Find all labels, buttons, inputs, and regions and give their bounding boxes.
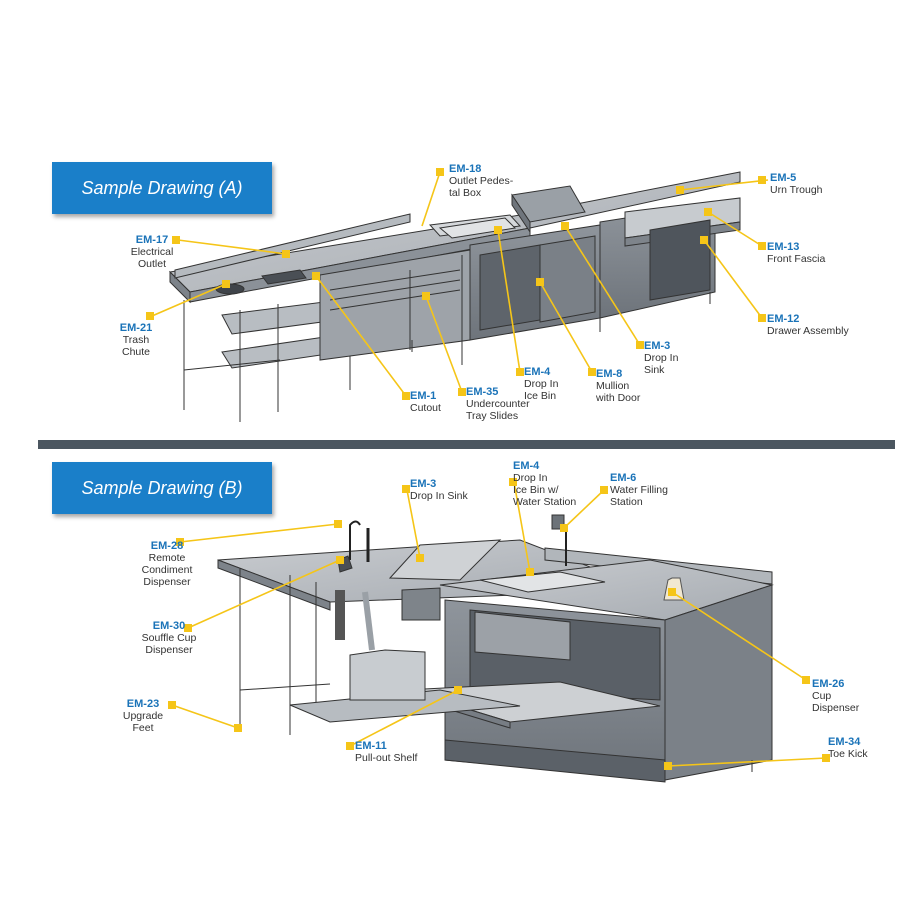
drawing-b-title-tag: Sample Drawing (B)	[52, 462, 272, 514]
callout-em-1: EM-1 Cutout	[410, 390, 441, 414]
callout-em-21: EM-21 Trash Chute	[119, 322, 153, 358]
callout-b-em-30: EM-30 Souffle Cup Dispenser	[141, 620, 197, 656]
callout-em-4: EM-4 Drop In Ice Bin	[524, 366, 559, 402]
callout-em-12: EM-12 Drawer Assembly	[767, 313, 849, 337]
callout-em-13: EM-13 Front Fascia	[767, 241, 826, 265]
callout-b-em-28: EM-28 Remote Condiment Dispenser	[141, 540, 193, 588]
drawing-a-title-tag: Sample Drawing (A)	[52, 162, 272, 214]
callout-b-em-4: EM-4 Drop In Ice Bin w/ Water Station	[513, 460, 577, 508]
section-divider	[38, 440, 895, 449]
callout-em-8: EM-8 Mullion with Door	[596, 368, 641, 404]
drawing-a-leaders	[151, 171, 769, 397]
callout-b-em-3: EM-3 Drop In Sink	[410, 478, 468, 502]
drawing-b-illustration	[217, 514, 774, 783]
callout-em-18: EM-18 Outlet Pedes- tal Box	[449, 163, 514, 199]
drawing-a-title: Sample Drawing (A)	[81, 178, 243, 198]
callout-em-5: EM-5 Urn Trough	[770, 172, 823, 196]
callout-b-em-6: EM-6 Water Filling Station	[610, 472, 668, 508]
callout-em-35: EM-35 Undercounter Tray Slides	[466, 386, 530, 422]
drawing-a-markers	[146, 168, 766, 400]
drawing-b-title: Sample Drawing (B)	[81, 478, 243, 498]
callout-em-17: EM-17 Electrical Outlet	[130, 234, 174, 270]
callout-b-em-34: EM-34 Toe Kick	[828, 736, 868, 760]
callout-b-em-26: EM-26 Cup Dispenser	[812, 678, 860, 714]
drawing-b-leaders	[171, 481, 827, 767]
drawing-b-markers	[168, 478, 830, 770]
callout-b-em-11: EM-11 Pull-out Shelf	[355, 740, 418, 764]
callout-b-em-23: EM-23 Upgrade Feet	[122, 698, 164, 734]
callout-em-3: EM-3 Drop In Sink	[644, 340, 679, 376]
